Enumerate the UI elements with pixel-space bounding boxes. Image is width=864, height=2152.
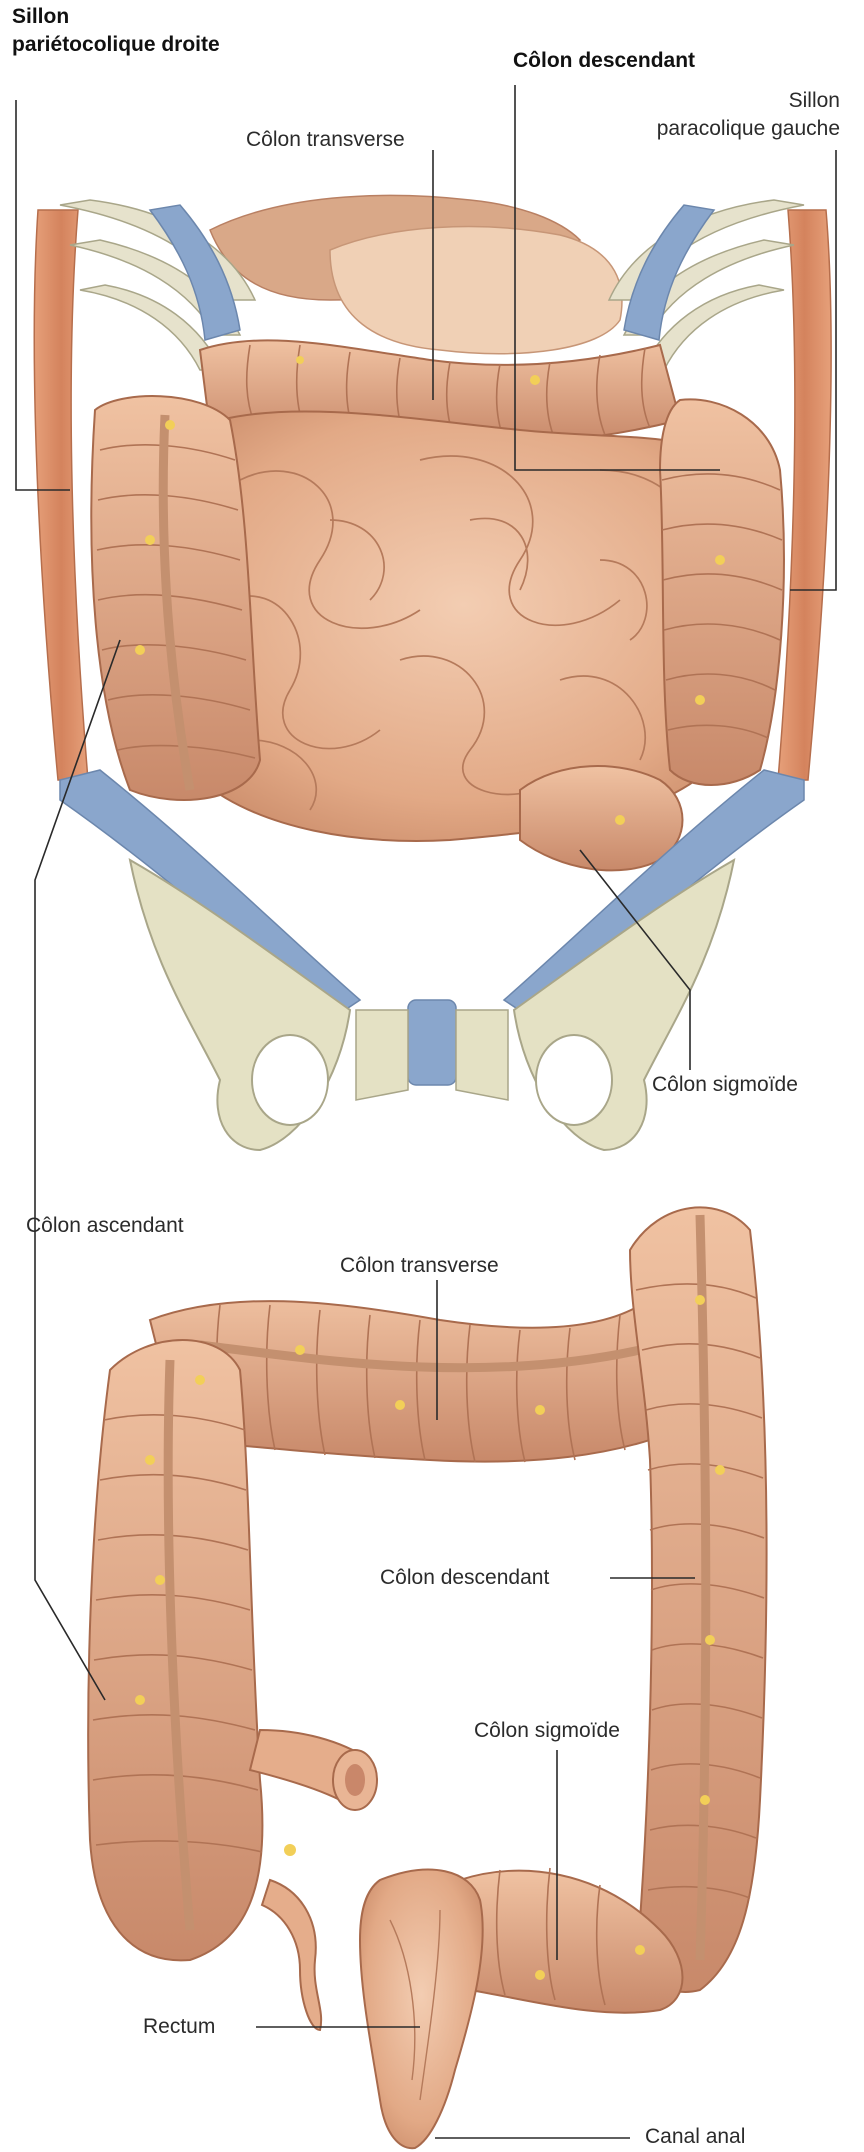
terminal-ileum: [250, 1730, 377, 1810]
right-abdominal-wall: [34, 210, 88, 780]
left-abdominal-wall: [778, 210, 831, 780]
descending-colon-top: [660, 399, 784, 785]
pubic-symphysis: [408, 1000, 456, 1085]
label-colon-ascendant: Côlon ascendant: [26, 1213, 184, 1239]
label-colon-sigmoide-top: Côlon sigmoïde: [652, 1072, 798, 1098]
label-sillon-paracolique-gauche-line1: Sillon: [789, 88, 840, 114]
label-canal-anal: Canal anal: [645, 2124, 745, 2150]
sigmoid-colon-top: [520, 766, 683, 870]
label-colon-descendant-bottom: Côlon descendant: [380, 1565, 549, 1591]
isolated-colon-illustration: [88, 1207, 766, 2148]
label-colon-transverse-top: Côlon transverse: [246, 127, 405, 153]
label-sillon-paracolique-gauche-line2: paracolique gauche: [657, 116, 840, 142]
left-rib-cage: [609, 200, 804, 370]
label-colon-transverse-bottom: Côlon transverse: [340, 1253, 499, 1279]
label-sillon-parietocolique-droite-line1: Sillon: [12, 4, 69, 30]
label-sillon-parietocolique-droite-line2: pariétocolique droite: [12, 32, 220, 58]
label-rectum: Rectum: [143, 2014, 215, 2040]
ascending-colon-top: [91, 396, 260, 800]
appendix: [262, 1880, 321, 2030]
label-colon-descendant-top: Côlon descendant: [513, 48, 695, 74]
stomach: [330, 227, 622, 354]
descending-colon-bottom: [630, 1207, 767, 1991]
rectum: [360, 1870, 483, 2149]
label-colon-sigmoide-bottom: Côlon sigmoïde: [474, 1718, 620, 1744]
ascending-colon-bottom: [88, 1340, 262, 1960]
